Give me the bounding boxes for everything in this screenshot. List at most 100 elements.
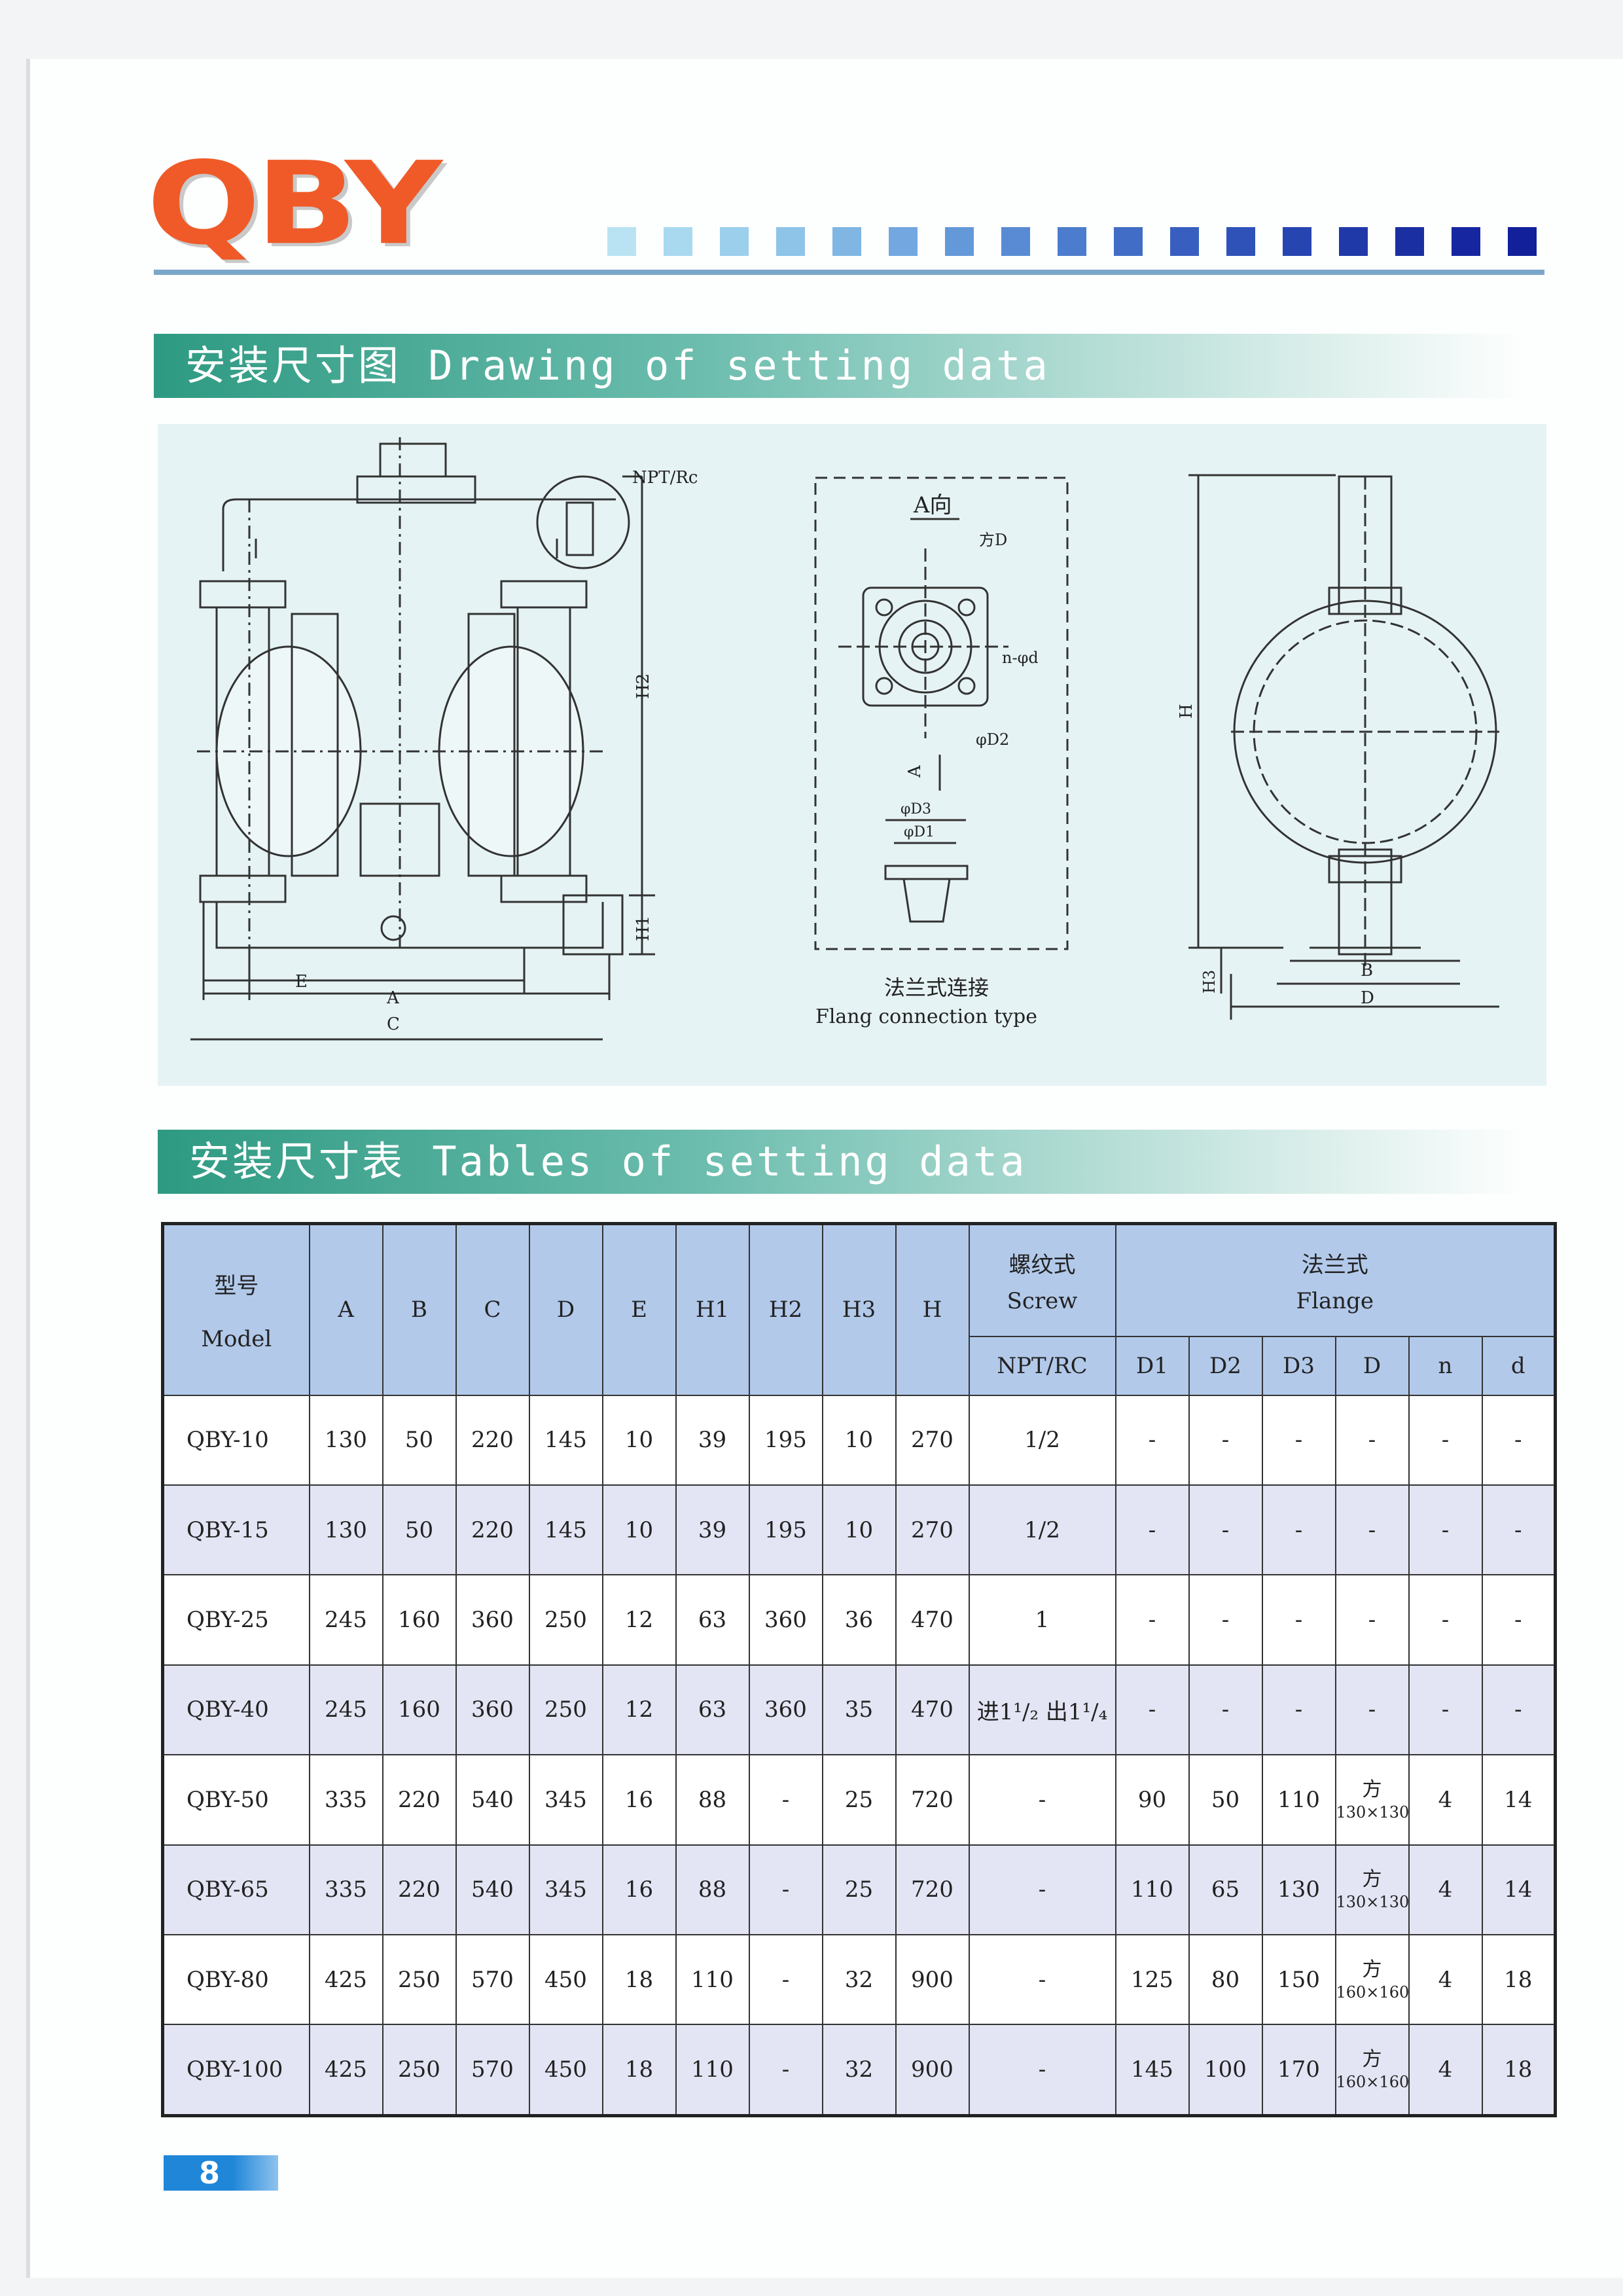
dim-cell: 16: [601, 1844, 677, 1936]
qby-logo: QBY: [147, 137, 442, 270]
model-cell: QBY-10: [162, 1394, 310, 1486]
dim-cell: 360: [455, 1574, 530, 1666]
dim-cell: 335: [308, 1844, 383, 1936]
n-d-label: n-φd: [1002, 649, 1039, 667]
view-a-label: A向: [913, 492, 952, 518]
d-label: D: [1361, 988, 1374, 1008]
screw-cell: 1: [968, 1574, 1116, 1666]
dim-cell: 195: [748, 1484, 823, 1576]
dim-cell: 88: [675, 1754, 750, 1846]
dim-header: H2: [748, 1223, 823, 1396]
dim-cell: 270: [895, 1394, 970, 1486]
dim-cell: 245: [308, 1574, 383, 1666]
dim-cell: 345: [528, 1844, 603, 1936]
dim-cell: 88: [675, 1844, 750, 1936]
flange-cell: -: [1408, 1484, 1483, 1576]
flange-sub-header: d: [1481, 1335, 1556, 1396]
decorative-square: [1452, 227, 1480, 256]
dim-cell: 195: [748, 1394, 823, 1486]
decorative-square: [945, 227, 974, 256]
flange-view-drawing: A向 方D n-φd φD2 A φD3 φD1 法兰式连接 Flang con…: [814, 476, 1069, 1028]
model-cell: QBY-15: [162, 1484, 310, 1576]
dim-cell: 335: [308, 1754, 383, 1846]
dim-cell: 360: [455, 1664, 530, 1756]
decorative-square: [1114, 227, 1143, 256]
dim-cell: 50: [382, 1394, 457, 1486]
dim-cell: 10: [601, 1484, 677, 1576]
dim-cell: 570: [455, 2024, 530, 2117]
flange-cell: -: [1261, 1574, 1336, 1666]
d1-label: φD1: [904, 824, 935, 840]
screw-cell: 1/2: [968, 1394, 1116, 1486]
flange-cell: 4: [1408, 1844, 1483, 1936]
dim-cell: 425: [308, 1934, 383, 2026]
dim-header: H1: [675, 1223, 750, 1396]
flange-sub-header: D2: [1188, 1335, 1263, 1396]
dim-cell: 250: [528, 1574, 603, 1666]
flange-cell: 150: [1261, 1934, 1336, 2026]
a-label: A: [386, 988, 400, 1008]
dim-cell: 160: [382, 1664, 457, 1756]
flange-cell: 125: [1115, 1934, 1190, 2026]
square-size: 160×160: [1336, 2073, 1410, 2092]
flange-cell: -: [1115, 1574, 1190, 1666]
dim-cell: 900: [895, 2024, 970, 2117]
flange-cell: 4: [1408, 1754, 1483, 1846]
flange-sub-header: n: [1408, 1335, 1483, 1396]
decorative-square: [1058, 227, 1086, 256]
dim-cell: 50: [382, 1484, 457, 1576]
screw-cell: -: [968, 1934, 1116, 2026]
model-header-en: Model: [201, 1325, 272, 1352]
screw-cell: -: [968, 1844, 1116, 1936]
arrow-a-label: A: [905, 764, 925, 778]
square-d-label: 方D: [979, 531, 1007, 549]
flange-cell: 80: [1188, 1934, 1263, 2026]
dim-cell: 63: [675, 1664, 750, 1756]
dim-cell: 470: [895, 1574, 970, 1666]
model-cell: QBY-100: [162, 2024, 310, 2117]
dim-header: D: [528, 1223, 603, 1396]
decorative-square: [664, 227, 692, 256]
d2-label: φD2: [976, 730, 1009, 749]
dim-cell: 32: [821, 1934, 897, 2026]
dim-cell: 12: [601, 1664, 677, 1756]
flange-cell: -: [1188, 1394, 1263, 1486]
flange-header-cn: 法兰式: [1301, 1251, 1368, 1278]
page-number: 8: [164, 2155, 278, 2191]
flange-cell: 130: [1261, 1844, 1336, 1936]
flange-cell: -: [1115, 1484, 1190, 1576]
dim-header: H3: [821, 1223, 897, 1396]
flange-cell: 110: [1261, 1754, 1336, 1846]
dim-cell: 450: [528, 2024, 603, 2117]
dim-cell: 250: [528, 1664, 603, 1756]
decorative-squares: [607, 227, 1537, 256]
dim-cell: 540: [455, 1844, 530, 1936]
square-size: 130×130: [1336, 1893, 1410, 1912]
dim-cell: -: [748, 1934, 823, 2026]
square-size: 160×160: [1336, 1982, 1410, 2001]
dim-cell: 130: [308, 1484, 383, 1576]
model-cell: QBY-40: [162, 1664, 310, 1756]
dim-cell: 900: [895, 1934, 970, 2026]
screw-header-cn: 螺纹式: [1008, 1251, 1076, 1278]
dim-cell: 570: [455, 1934, 530, 2026]
flange-cell: 100: [1188, 2024, 1263, 2117]
dim-cell: 130: [308, 1394, 383, 1486]
flange-cell: 145: [1115, 2024, 1190, 2117]
dim-cell: 540: [455, 1754, 530, 1846]
screw-cell: 进1¹/₂ 出1¹/₄: [968, 1664, 1116, 1756]
square-label: 方: [1362, 1958, 1382, 1981]
dim-cell: 32: [821, 2024, 897, 2117]
flange-cell: 110: [1115, 1844, 1190, 1936]
dim-cell: 36: [821, 1574, 897, 1666]
flange-cell: -: [1481, 1484, 1556, 1576]
dim-cell: -: [748, 2024, 823, 2117]
decorative-square: [776, 227, 805, 256]
side-view-drawing: H H3 B D: [1177, 474, 1499, 1020]
flange-cell: -: [1334, 1394, 1410, 1486]
